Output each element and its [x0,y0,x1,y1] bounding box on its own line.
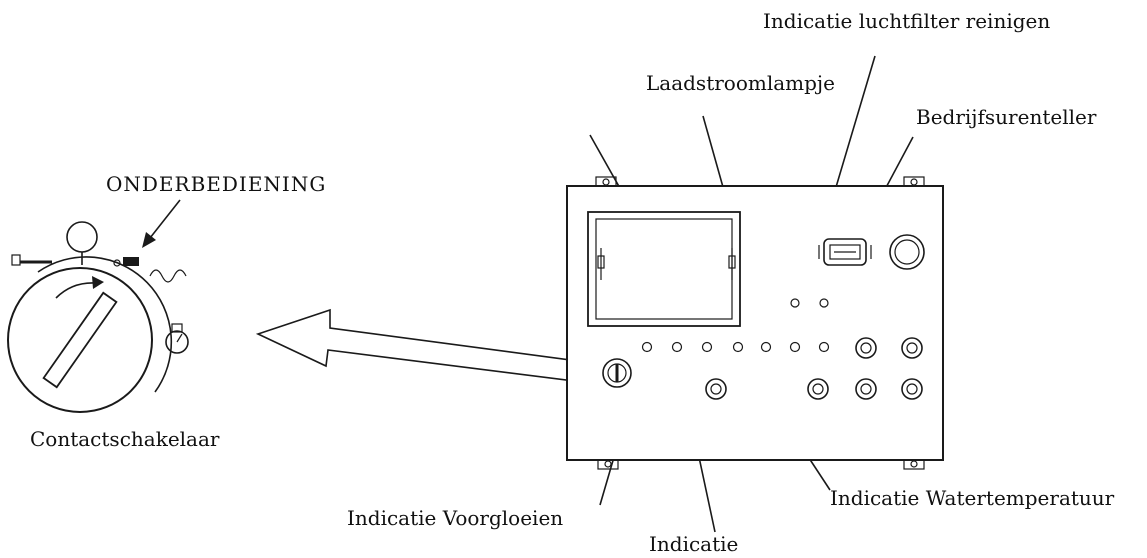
contact-switch [7,221,189,413]
hinge-left [597,255,605,269]
switch-rotation-arrow [55,282,96,299]
push-buttons [705,337,923,400]
label-voorgloeien: Indicatie Voorgloeien [347,506,563,530]
label-contactschakelaar: Contactschakelaar [30,427,220,451]
control-panel [566,176,944,470]
gauge-window [587,211,741,327]
onderbediening-arrowhead [142,232,156,248]
label-bedrijfsuren: Bedrijfsurenteller [916,105,1097,129]
hollow-arrow [255,308,601,385]
label-luchtfilter: Indicatie luchtfilter reinigen [763,9,1050,33]
switch-scale-arc [37,256,173,393]
leader-onderbediening [149,199,181,239]
symbol-start [165,323,189,354]
label-watertemperatuur: Indicatie Watertemperatuur [830,486,1115,510]
hinge-right [728,255,736,269]
lamp-row1-a [790,298,800,308]
symbol-off [11,254,21,266]
hour-meter [818,238,872,266]
panel-key-switch [602,358,632,388]
round-button [889,234,925,270]
switch-key-slot [42,291,118,389]
label-onderbediening: ONDERBEDIENING [106,172,326,196]
lamp-row1-b [819,298,829,308]
label-laadstroom: Laadstroomlampje [646,71,835,95]
lamp-row2 [641,341,830,353]
switch-top-circle [66,221,98,253]
label-indicatie: Indicatie [649,532,738,556]
symbol-preheat [113,257,139,267]
symbol-glow-coil [149,269,187,283]
